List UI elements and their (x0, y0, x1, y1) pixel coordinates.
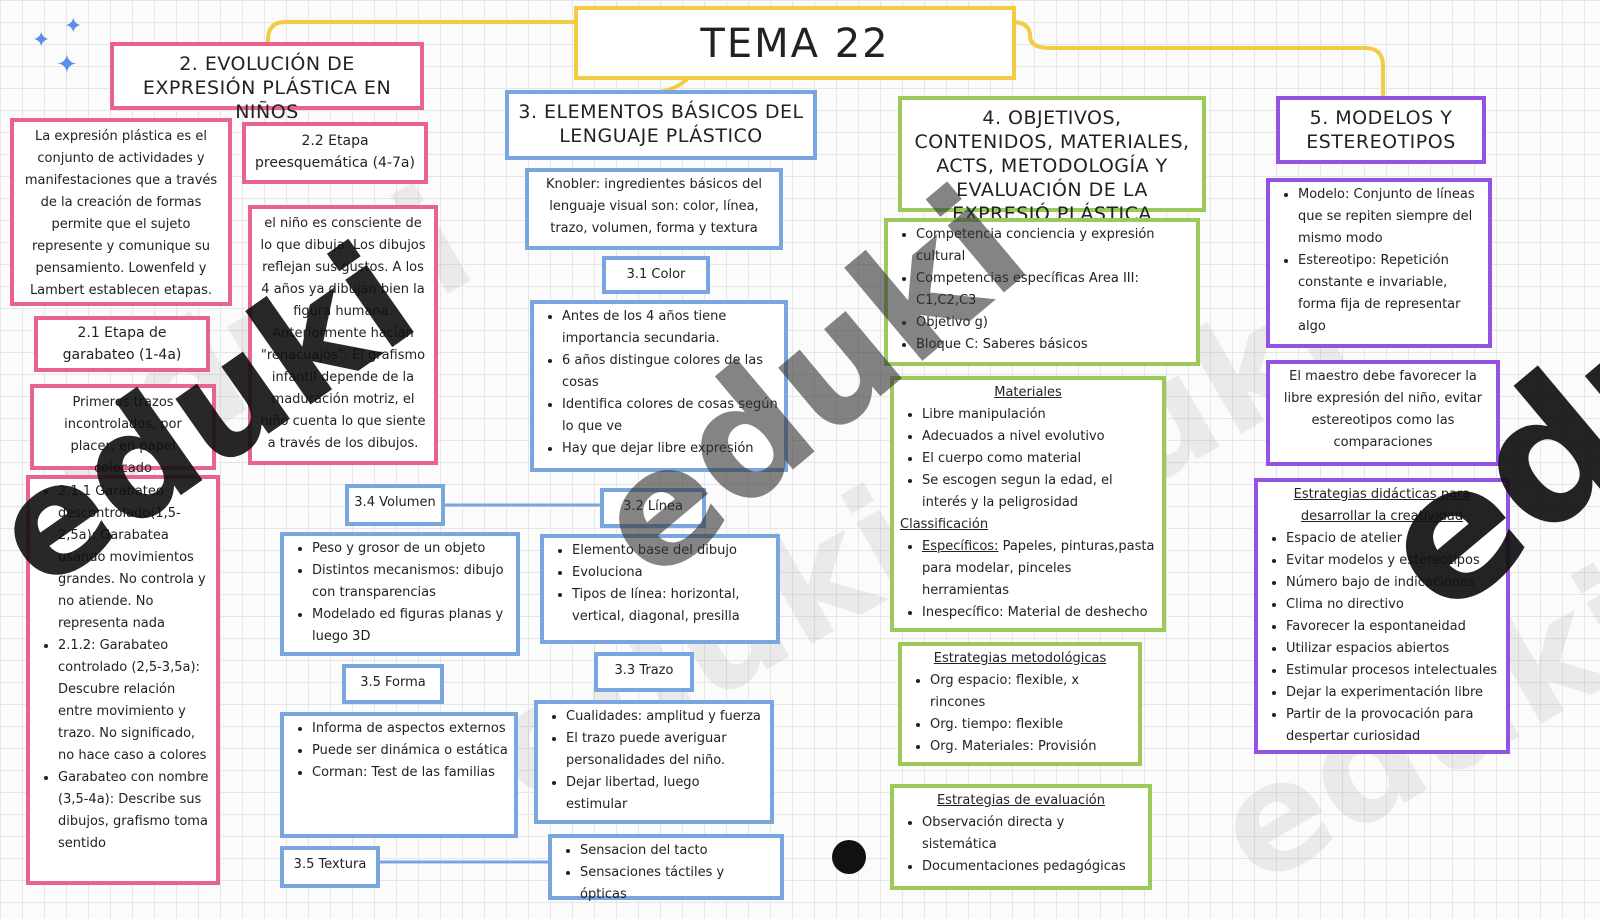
section-4-heading: 4. OBJETIVOS, CONTENIDOS, MATERIALES, AC… (898, 96, 1206, 225)
linea-heading: 3.2 Línea (600, 488, 706, 528)
stage-21-note: Primeros trazos incontrolados, por place… (30, 384, 216, 476)
list-item: Inespecífico: Material de deshecho (922, 602, 1156, 624)
definitions-list: Modelo: Conjunto de líneas que se repite… (1266, 178, 1492, 348)
list-item: Identifica colores de cosas según lo que… (562, 394, 778, 438)
materiales-box: Materiales Libre manipulación Adecuados … (890, 376, 1166, 632)
textura-list: Sensacion del tacto Sensaciones táctiles… (548, 834, 784, 902)
classificacion-heading: Classificación (900, 517, 989, 532)
linea-list: Elemento base del dibujo Evoluciona Tipo… (540, 534, 780, 644)
list-item: El cuerpo como material (922, 448, 1156, 470)
list-item: Número bajo de indicaciones (1286, 572, 1500, 594)
volumen-heading: 3.4 Volumen (345, 484, 445, 526)
stage-22-heading: 2.2 Etapa preesquemática (4-7a) (242, 122, 428, 184)
list-item: Org. Materiales: Provisión (930, 736, 1132, 758)
list-item: Libre manipulación (922, 404, 1156, 426)
garabateo-stages-list: 2.1.1 Garabateo descontrolado(1,5-2,5a):… (26, 475, 220, 885)
stage-21-heading: 2.1 Etapa de garabateo (1-4a) (34, 316, 210, 372)
watermark-dot (832, 840, 866, 874)
list-item: Modelo: Conjunto de líneas que se repite… (1298, 184, 1482, 250)
textura-heading: 3.5 Textura (280, 846, 380, 888)
list-item: Sensaciones táctiles y ópticas (580, 862, 774, 906)
list-item: Objetivo g) (916, 312, 1190, 334)
trazo-list: Cualidades: amplitud y fuerza El trazo p… (534, 700, 774, 824)
trazo-heading: 3.3 Trazo (594, 652, 694, 692)
list-item: Observación directa y sistemática (922, 812, 1142, 856)
list-item: Cualidades: amplitud y fuerza (566, 706, 764, 728)
list-item: Peso y grosor de un objeto (312, 538, 510, 560)
list-item: Sensacion del tacto (580, 840, 774, 862)
list-item: El trazo puede averiguar personalidades … (566, 728, 764, 772)
list-item: Favorecer la espontaneidad (1286, 616, 1500, 638)
list-item: Competencia conciencia y expresión cultu… (916, 224, 1190, 268)
list-item: Partir de la provocación para despertar … (1286, 704, 1500, 748)
sparkle-icon: ✦ (32, 28, 51, 53)
list-item: 2.1.1 Garabateo descontrolado(1,5-2,5a):… (58, 481, 210, 635)
list-item: Modelado ed figuras planas y luego 3D (312, 604, 510, 648)
list-item: 2.1.2: Garabateo controlado (2,5-3,5a): … (58, 635, 210, 767)
list-item: Garabateo con nombre (3,5-4a): Describe … (58, 767, 210, 855)
list-item: Dejar la experimentación libre (1286, 682, 1500, 704)
competencias-list: Competencia conciencia y expresión cultu… (884, 218, 1200, 366)
materiales-heading: Materiales (994, 385, 1062, 400)
list-item: Estereotipo: Repetición constante e inva… (1298, 250, 1482, 338)
list-item: Antes de los 4 años tiene importancia se… (562, 306, 778, 350)
list-item: Evoluciona (572, 562, 770, 584)
section-2-intro: La expresión plástica es el conjunto de … (10, 118, 232, 306)
list-item: Puede ser dinámica o estática (312, 740, 508, 762)
list-item: Adecuados a nivel evolutivo (922, 426, 1156, 448)
list-item: Tipos de línea: horizontal, vertical, di… (572, 584, 770, 628)
list-item: Hay que dejar libre expresión (562, 438, 778, 460)
list-item: Competencias específicas Area III: C1,C2… (916, 268, 1190, 312)
list-item: Org espacio: flexible, x rincones (930, 670, 1132, 714)
list-item: Documentaciones pedagógicas (922, 856, 1142, 878)
list-item: Clima no directivo (1286, 594, 1500, 616)
list-item: Distintos mecanismos: dibujo con transpa… (312, 560, 510, 604)
list-item: Informa de aspectos externos (312, 718, 508, 740)
sparkle-icon: ✦ (64, 14, 83, 39)
list-item: 6 años distingue colores de las cosas (562, 350, 778, 394)
stage-22-text: el niño es consciente de lo que dibuja. … (248, 205, 438, 465)
list-item: Estimular procesos intelectuales (1286, 660, 1500, 682)
maestro-box: El maestro debe favorecer la libre expre… (1266, 360, 1500, 466)
sparkle-icon: ✦ (56, 50, 78, 80)
section-5-heading: 5. MODELOS Y ESTEREOTIPOS (1276, 96, 1486, 164)
list-item: Evitar modelos y estereotipos (1286, 550, 1500, 572)
evaluacion-box: Estrategias de evaluación Observación di… (890, 784, 1152, 890)
evaluacion-heading: Estrategias de evaluación (936, 793, 1106, 808)
list-item: Bloque C: Saberes básicos (916, 334, 1190, 356)
especificos-text: Papeles, pinturas,pasta para modelar, pi… (922, 539, 1155, 598)
section-3-heading: 3. ELEMENTOS BÁSICOS DEL LENGUAJE PLÁSTI… (505, 90, 817, 160)
especificos-label: Específicos: (922, 539, 999, 554)
list-item: Dejar libertad, luego estimular (566, 772, 764, 816)
list-item: Se escogen segun la edad, el interés y l… (922, 470, 1156, 514)
list-item: Org. tiempo: flexible (930, 714, 1132, 736)
forma-heading: 3.5 Forma (342, 664, 444, 704)
color-heading: 3.1 Color (602, 256, 710, 294)
metodologicas-box: Estrategias metodológicas Org espacio: f… (898, 642, 1142, 766)
estrategias-heading: Estrategias didácticas para desarrollar … (1293, 487, 1471, 524)
list-item: Utilizar espacios abiertos (1286, 638, 1500, 660)
page-title: TEMA 22 (574, 6, 1016, 80)
list-item: Elemento base del dibujo (572, 540, 770, 562)
list-item: Específicos: Papeles, pinturas,pasta par… (922, 536, 1156, 602)
volumen-list: Peso y grosor de un objeto Distintos mec… (280, 532, 520, 656)
metodologicas-heading: Estrategias metodológicas (933, 651, 1107, 666)
forma-list: Informa de aspectos externos Puede ser d… (280, 712, 518, 838)
list-item: Corman: Test de las familias (312, 762, 508, 784)
estrategias-box: Estrategias didácticas para desarrollar … (1254, 478, 1510, 754)
section-2-heading: 2. EVOLUCIÓN DE EXPRESIÓN PLÁSTICA EN NI… (110, 42, 424, 123)
list-item: Espacio de atelier (1286, 528, 1500, 550)
color-list: Antes de los 4 años tiene importancia se… (530, 300, 788, 472)
knobler-box: Knobler: ingredientes básicos del lengua… (525, 168, 783, 250)
